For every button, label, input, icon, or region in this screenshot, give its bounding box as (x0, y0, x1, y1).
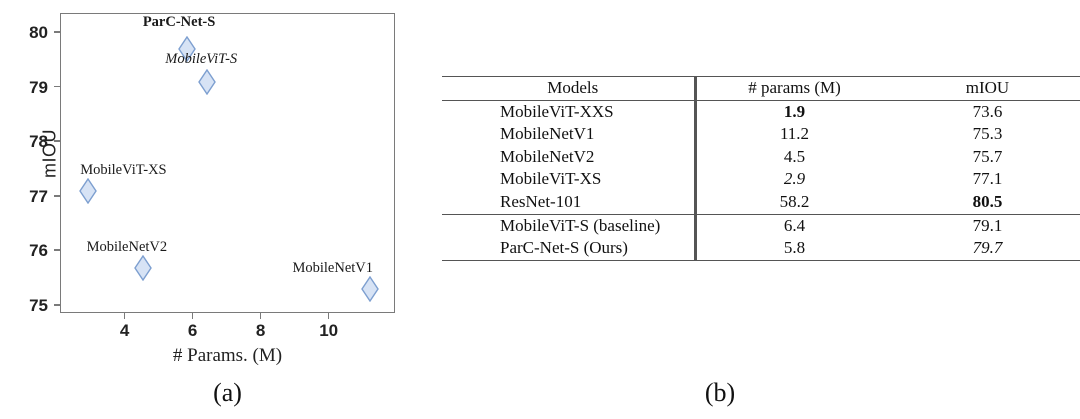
diamond-marker-icon (79, 178, 98, 205)
diamond-marker-icon (133, 254, 152, 281)
x-tick-mark (191, 313, 194, 319)
table-header-row: Models # params (M) mIOU (442, 77, 1080, 101)
table-row: ResNet-101 58.2 80.5 (442, 190, 1080, 215)
table-row: MobileViT-S (baseline) 6.4 79.1 (442, 214, 1080, 238)
scatter-point-label: MobileViT-XS (80, 162, 167, 179)
panel-b-results-table: Models # params (M) mIOU MobileViT-XXS 1.9 73… (440, 0, 1080, 419)
cell-miou: 77.1 (972, 169, 1003, 189)
cell-miou: 79.1 (972, 215, 1003, 235)
y-tick-label: 80 (29, 23, 48, 43)
cell-miou: 73.6 (972, 101, 1003, 121)
cell-params: 58.2 (693, 190, 895, 215)
y-tick-mark (54, 194, 60, 197)
scatter-point-label: MobileNetV1 (292, 260, 374, 277)
table-row: MobileNetV2 4.5 75.7 (442, 145, 1080, 169)
x-tick-mark (327, 313, 330, 319)
column-header-params: # params (M) (693, 77, 895, 101)
panel-b-caption: (b) (704, 378, 736, 407)
table-row: MobileViT-XS 2.9 77.1 (442, 168, 1080, 191)
cell-miou: 79.7 (972, 238, 1003, 258)
y-tick-label: 76 (29, 241, 48, 261)
cell-miou: 75.7 (972, 146, 1003, 166)
cell-miou: 75.3 (972, 124, 1003, 144)
table-row: MobileViT-XXS 1.9 73.6 (442, 100, 1080, 124)
cell-params: 6.4 (693, 214, 895, 238)
column-header-models: Models (547, 78, 599, 97)
cell-model: ResNet-101 (500, 191, 582, 211)
cell-model: MobileViT-XXS (500, 101, 614, 121)
table-bottom-rule (442, 260, 1080, 261)
diamond-marker-icon (361, 276, 380, 303)
y-tick-mark (54, 304, 60, 306)
cell-params: 1.9 (693, 100, 895, 124)
x-tick-label: 8 (255, 321, 266, 340)
x-tick-label: 6 (187, 321, 198, 340)
rule (442, 99, 1080, 101)
table-container: Models # params (M) mIOU MobileViT-XXS 1.9 73… (442, 76, 1080, 261)
scatter-point-label: MobileNetV2 (86, 238, 168, 255)
cell-model: MobileNetV1 (500, 124, 595, 144)
y-tick-mark (54, 140, 60, 142)
panel-a-caption: (a) (213, 378, 242, 407)
table-body-wrap: Models # params (M) mIOU MobileViT-XXS 1.9 73… (442, 77, 1080, 261)
column-header-miou: mIOU (965, 78, 1010, 97)
x-tick-label: 4 (119, 321, 130, 340)
scatter-point-label: ParC-Net-S (142, 14, 216, 31)
cell-params: 5.8 (693, 237, 895, 261)
results-table-body: Models # params (M) mIOU MobileViT-XXS 1.9 73… (442, 77, 1080, 261)
y-tick-mark (54, 85, 60, 88)
table-top-rule (442, 76, 1080, 77)
y-tick-mark (54, 31, 60, 33)
results-table: Models # params (M) mIOU MobileViT-XXS 1.9 73… (442, 77, 1080, 261)
table-row: MobileNetV1 11.2 75.3 (442, 123, 1080, 146)
rule (442, 213, 1080, 215)
y-tick-label: 75 (29, 295, 48, 315)
scatter-point-label: MobileViT-S (165, 51, 238, 68)
y-tick-mark (54, 249, 60, 252)
rule (442, 260, 1080, 261)
cell-model: MobileNetV2 (500, 146, 595, 166)
cell-model: MobileViT-XS (500, 169, 602, 189)
x-axis-label: # Params. (M) (172, 345, 283, 366)
table-header-rule (442, 99, 1080, 101)
x-tick-mark (259, 313, 262, 319)
y-tick-label: 78 (29, 132, 48, 152)
table-group-rule (442, 213, 1080, 215)
table-column-divider (695, 77, 697, 261)
y-tick-label: 77 (29, 186, 48, 206)
cell-model: ParC-Net-S (Ours) (500, 238, 628, 258)
plot-area: ParC-Net-S MobileViT-S MobileViT-XS MobileN… (60, 13, 395, 313)
table-row: ParC-Net-S (Ours) 5.8 79.7 (442, 237, 1080, 261)
x-tick-mark (123, 313, 126, 319)
cell-params: 2.9 (693, 168, 895, 191)
x-tick-label: 10 (319, 321, 339, 340)
cell-params: 4.5 (693, 145, 895, 169)
cell-params: 11.2 (693, 123, 895, 146)
cell-model: MobileViT-S (baseline) (500, 215, 661, 235)
diamond-marker-icon (177, 36, 196, 63)
cell-miou: 80.5 (972, 191, 1003, 211)
diamond-marker-icon (198, 69, 217, 96)
y-tick-label: 79 (29, 77, 48, 97)
